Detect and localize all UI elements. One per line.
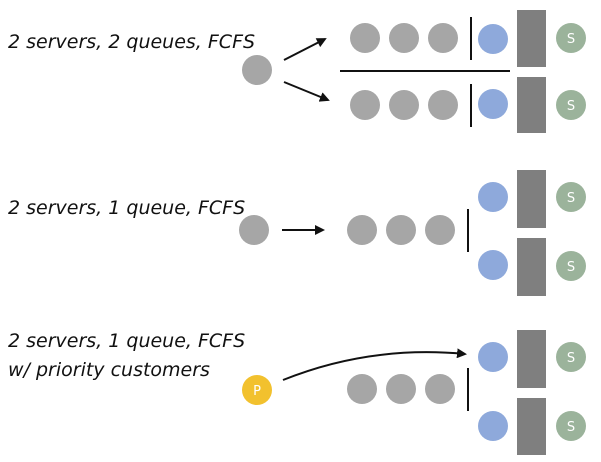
server-badge: S	[556, 90, 586, 120]
customer-in-service	[478, 250, 508, 280]
waiting-customer	[425, 374, 455, 404]
svg-text:S: S	[567, 99, 575, 114]
customer-in-service	[478, 182, 508, 212]
scenario-3-title: 2 servers, 1 queue, FCFS	[8, 330, 246, 352]
server	[517, 77, 546, 133]
server	[517, 398, 546, 455]
server	[517, 170, 546, 228]
waiting-customer	[389, 90, 419, 120]
scenario-1-diagram: S S	[242, 10, 586, 133]
priority-customer: P	[242, 375, 272, 405]
waiting-customer	[425, 215, 455, 245]
customer-in-service	[478, 89, 508, 119]
arriving-customer	[239, 215, 269, 245]
waiting-customer	[386, 374, 416, 404]
scenario-3-diagram: P S S	[242, 330, 586, 455]
waiting-customer	[428, 23, 458, 53]
svg-text:S: S	[567, 420, 575, 435]
waiting-customer	[347, 215, 377, 245]
waiting-customer	[347, 374, 377, 404]
customer-in-service	[478, 342, 508, 372]
waiting-customer	[389, 23, 419, 53]
svg-text:S: S	[567, 32, 575, 47]
server	[517, 238, 546, 296]
scenario-3-subtitle: w/ priority customers	[8, 359, 210, 381]
scenario-1-title: 2 servers, 2 queues, FCFS	[8, 31, 256, 53]
waiting-customer	[386, 215, 416, 245]
customer-in-service	[478, 411, 508, 441]
server-badge: S	[556, 342, 586, 372]
arrow-to-queue-1	[283, 38, 327, 61]
scenario-2-diagram: S S	[239, 170, 586, 296]
svg-text:P: P	[253, 384, 261, 399]
server	[517, 10, 546, 67]
svg-text:S: S	[567, 191, 575, 206]
server-badge: S	[556, 251, 586, 281]
arrow-to-queue-2	[283, 81, 330, 102]
scenario-2-title: 2 servers, 1 queue, FCFS	[8, 197, 246, 219]
server-badge: S	[556, 411, 586, 441]
waiting-customer	[350, 23, 380, 53]
priority-arrow	[282, 348, 467, 381]
arriving-customer	[242, 55, 272, 85]
customer-in-service	[478, 24, 508, 54]
svg-text:S: S	[567, 351, 575, 366]
waiting-customer	[428, 90, 458, 120]
server	[517, 330, 546, 388]
server-badge: S	[556, 23, 586, 53]
server-badge: S	[556, 182, 586, 212]
waiting-customer	[350, 90, 380, 120]
svg-text:S: S	[567, 260, 575, 275]
